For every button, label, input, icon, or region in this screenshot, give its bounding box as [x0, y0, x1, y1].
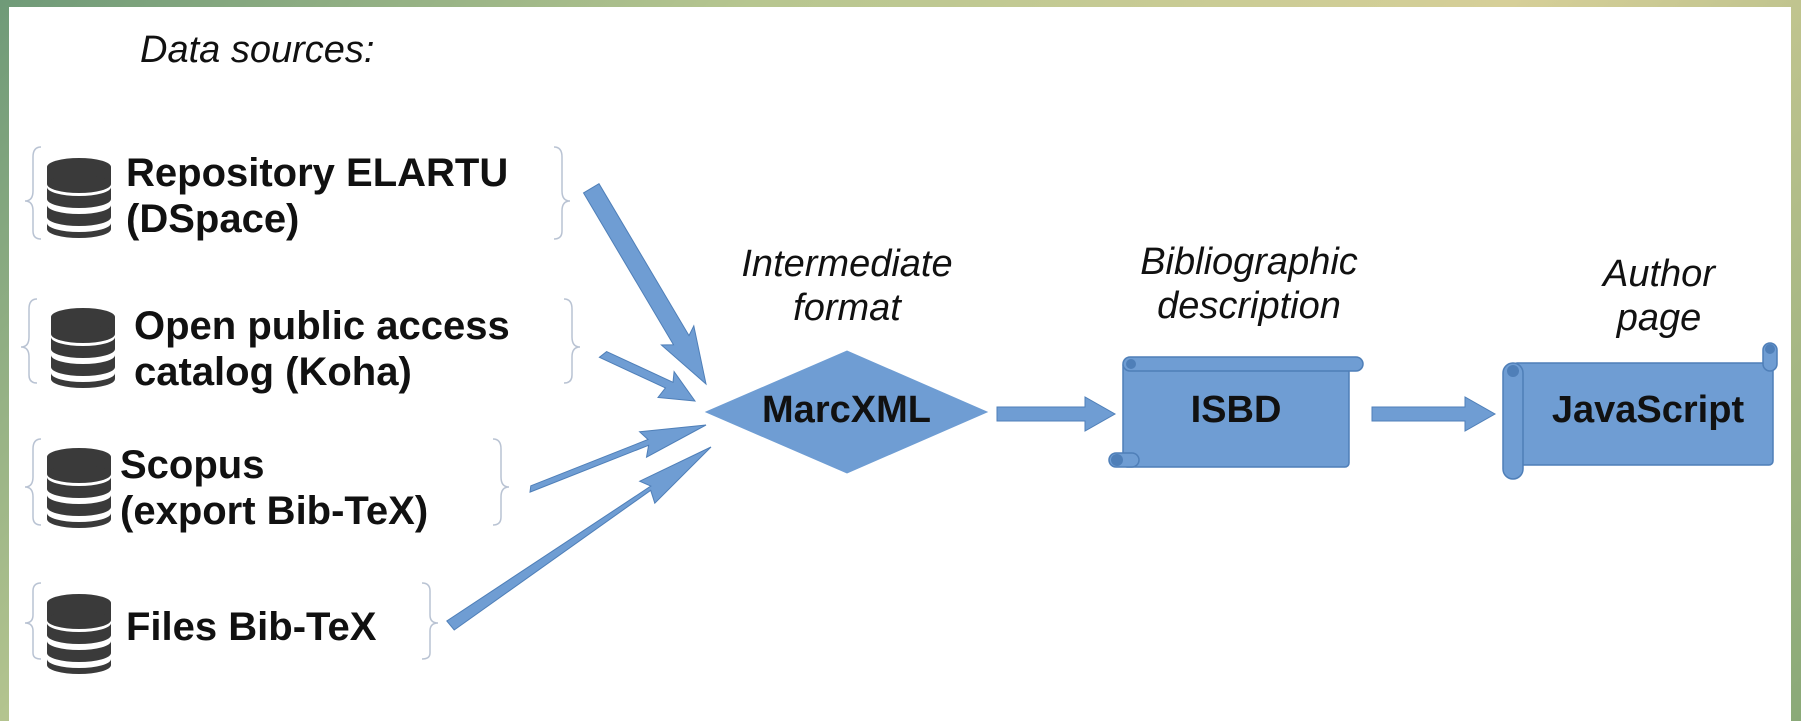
- source-label-opac: Open public access catalog (Koha): [134, 304, 510, 394]
- arrow-marcxml-to-isbd: [996, 396, 1117, 432]
- brace-source-4: [24, 582, 439, 660]
- diagram-graphics: [20, 146, 1778, 674]
- brace-source-3: [24, 438, 510, 526]
- source-label-files-bibtex: Files Bib-TeX: [126, 605, 377, 649]
- caption-author-page: Author page: [1603, 253, 1715, 339]
- javascript-scroll: [1502, 342, 1778, 480]
- source-label-repository: Repository ELARTU (DSpace): [126, 151, 509, 241]
- arrow-source-1-to-marcxml: [582, 183, 707, 386]
- diagram-title: Data sources:: [140, 29, 375, 71]
- database-icon: [47, 448, 111, 528]
- source-label-scopus: Scopus (export Bib-TeX): [120, 443, 429, 533]
- isbd-scroll: [1108, 356, 1364, 468]
- marcxml-diamond: [704, 350, 989, 474]
- node-label-marcxml: MarcXML: [762, 389, 931, 431]
- arrow-source-3-to-marcxml: [529, 424, 707, 493]
- database-icon: [51, 308, 115, 388]
- caption-bibliographic-description: Bibliographic description: [1140, 241, 1358, 327]
- brace-source-1: [24, 146, 571, 240]
- arrow-source-4-to-marcxml: [446, 446, 712, 631]
- node-label-isbd: ISBD: [1190, 389, 1282, 431]
- database-icon: [47, 594, 111, 674]
- arrow-source-2-to-marcxml: [598, 351, 697, 402]
- brace-source-2: [20, 298, 581, 384]
- database-icon: [47, 158, 111, 238]
- diagram-canvas: Data sources: Repository ELARTU (DSpace)…: [9, 7, 1791, 721]
- node-label-javascript: JavaScript: [1551, 389, 1745, 431]
- caption-intermediate-format: Intermediate format: [741, 243, 953, 329]
- arrow-isbd-to-javascript: [1371, 396, 1497, 432]
